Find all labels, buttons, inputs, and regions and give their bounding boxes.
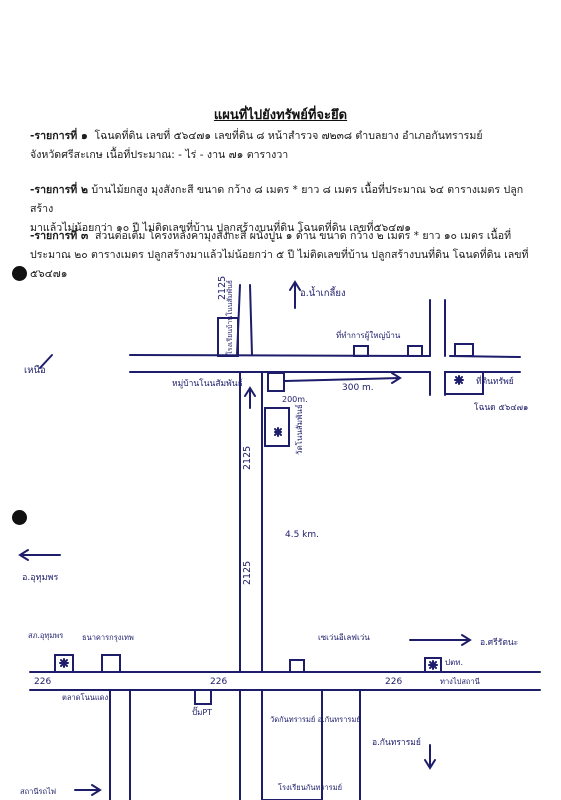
building-school-top [217, 317, 239, 357]
label-deed: โฉนด ๕๖๔๗๑ [474, 402, 528, 413]
asterisk-shop [59, 658, 69, 668]
item-1-line2: จังหวัดศรีสะเกษ เนื้อที่ประมาณ: - ไร่ - … [30, 149, 289, 161]
label-temple-bottom: วัดกันทรารมย์ อ.กันทรารมย์ [270, 715, 361, 724]
label-226-mid: 226 [210, 677, 227, 687]
building-shop-left-1 [54, 654, 74, 673]
label-school-bottom: โรงเรียนกันทรารมย์ [278, 783, 342, 792]
building-temple-mid [264, 407, 290, 447]
label-to-station: ทางไปสถานี [440, 677, 480, 686]
label-to-si-rattana: อ.ศรีรัตนะ [480, 637, 518, 648]
item-2: -รายการที่ ๒ บ้านไม้ยกสูง มุงสังกะสี ขนา… [30, 181, 540, 238]
building-village [267, 372, 285, 392]
item-3-line1: ส่วนต่อเติม โครงหลังคามุงสังกะสี ผนังปูน… [94, 230, 512, 242]
label-shop-left: ตลาดโนนแดง [62, 693, 109, 702]
building-pt [194, 689, 212, 705]
label-cafe: เซเว่นอีเลฟเว่น [318, 633, 370, 642]
label-property: ที่ดินทรัพย์ [476, 375, 514, 387]
road-2125-north [236, 284, 253, 356]
arrow-kanthararom [424, 744, 436, 770]
building-shop-left-2 [101, 654, 121, 673]
item-2-line1: บ้านไม้ยกสูง มุงสังกะสี ขนาด กว้าง ๘ เมต… [30, 184, 524, 215]
building-right [454, 343, 474, 357]
building-cafe [289, 659, 305, 673]
arrow-station [74, 784, 102, 796]
road-right-ns [429, 299, 446, 357]
label-school-top: โรงเรียนบ้านโนนสัมพันธ์ [225, 280, 234, 355]
label-station: สถานีรถไฟ [20, 787, 56, 796]
asterisk-pmk [428, 660, 438, 670]
arrow-to-uthumphon [18, 549, 61, 561]
label-2125-low: 2125 [242, 561, 253, 585]
asterisk-mid [274, 427, 282, 437]
arrow-north [289, 280, 301, 309]
item-2-line2: มาแล้วไม่น้อยกว่า ๑๐ ปี ไม่ติดเลขที่บ้าน… [30, 222, 411, 234]
item-3: -รายการที่ ๓ ส่วนต่อเติม โครงหลังคามุงสั… [30, 227, 540, 284]
item-1-line1: โฉนดที่ดิน เลขที่ ๕๖๔๗๑ เลขที่ดิน ๘ หน้า… [94, 130, 483, 142]
arrow-si-rattana [409, 634, 472, 646]
label-north: เหนือ [24, 365, 46, 376]
item-3-line2: ประมาณ ๒๐ ตารางเมตร ปลูกสร้างมาแล้วไม่น้… [30, 249, 529, 261]
label-mid: วัดโนนสัมพันธ์ [294, 404, 304, 455]
label-temple: ที่ทำการผู้ใหญ่บ้าน [336, 329, 401, 341]
punch-hole-middle [12, 510, 27, 525]
label-200m: 200m. [282, 395, 308, 404]
label-2125-top: 2125 [217, 276, 228, 300]
label-to-uthumphon: อ.อุทุมพร [22, 573, 58, 583]
document-title: แผนที่ไปยังทรัพย์ที่จะยึด [213, 108, 348, 123]
label-police: สภ.อุทุมพร [28, 631, 63, 640]
north-indicator [39, 354, 53, 369]
label-226-right: 226 [385, 677, 402, 687]
road-2125-main [239, 371, 263, 673]
label-300m: 300 m. [342, 383, 374, 393]
item-1-label: -รายการที่ ๑ [30, 130, 88, 142]
road-2125-south [239, 689, 263, 800]
building-pmk [424, 657, 442, 673]
punch-hole-top [12, 266, 27, 281]
property-plot [444, 371, 484, 395]
label-km: 4.5 km. [285, 530, 319, 540]
temple-bottom-plot [261, 689, 323, 800]
arrow-300m [284, 372, 402, 384]
building-small [407, 345, 423, 357]
item-1: -รายการที่ ๑ โฉนดที่ดิน เลขที่ ๕๖๔๗๑ เลข… [30, 127, 540, 165]
asterisk-property [454, 375, 464, 385]
label-226-left: 226 [34, 677, 51, 687]
building-temple [353, 345, 369, 357]
label-village: หมู่บ้านโนนสัมพันธ์ [172, 378, 243, 389]
item-2-label: -รายการที่ ๒ [30, 184, 88, 196]
label-pmk: ปตท. [445, 658, 463, 667]
arrow-200m [244, 386, 256, 409]
label-to-kanthararom: อ.กันทรารมย์ [372, 737, 421, 748]
label-pttl: ธนาคารกรุงเทพ [82, 633, 134, 642]
label-pt: ปั๊มPT [192, 706, 212, 717]
road-right-ns-2 [429, 371, 446, 396]
label-to-nam-kliang: อ.น้ำเกลี้ยง [300, 286, 346, 299]
label-2125-mid: 2125 [242, 446, 253, 470]
item-3-line3: ๕๖๔๗๑ [30, 268, 68, 280]
road-left-ns [109, 689, 131, 800]
item-3-label: -รายการที่ ๓ [30, 230, 89, 242]
